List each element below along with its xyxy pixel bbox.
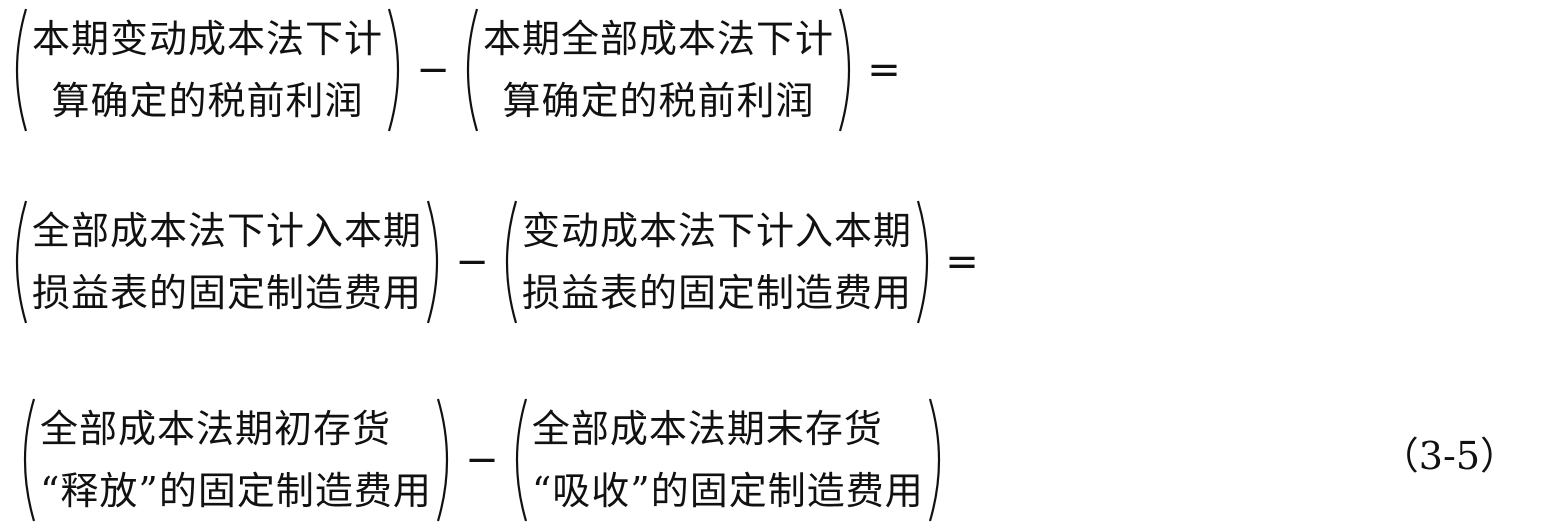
term-text: 全部成本法期末存货 “吸收”的固定制造费用	[532, 395, 924, 525]
term-line: 损益表的固定制造费用	[32, 271, 423, 315]
right-paren	[912, 197, 942, 327]
term-line: “吸收”的固定制造费用	[531, 469, 924, 513]
left-paren	[453, 5, 483, 135]
term-opening-inventory-release: 全部成本法期初存货 “释放”的固定制造费用	[10, 395, 462, 525]
term-line: 本期变动成本法下计	[32, 17, 384, 61]
term-text: 变动成本法下计入本期 损益表的固定制造费用	[522, 197, 912, 327]
term-variable-cost-profit: 本期变动成本法下计 算确定的税前利润	[2, 5, 413, 135]
term-text: 全部成本法下计入本期 损益表的固定制造费用	[32, 197, 422, 327]
term-line: 全部成本法期初存货	[40, 407, 392, 451]
term-closing-inventory-absorb: 全部成本法期末存货 “吸收”的固定制造费用	[502, 395, 954, 525]
term-line: 全部成本法期末存货	[531, 407, 883, 451]
right-paren	[422, 197, 452, 327]
right-paren	[924, 395, 954, 525]
equation-line-3: 全部成本法期初存货 “释放”的固定制造费用 − 全部成本法期末存货 “吸收”的固…	[0, 390, 954, 530]
left-paren	[2, 5, 32, 135]
term-text: 全部成本法期初存货 “释放”的固定制造费用	[40, 395, 432, 525]
term-line: “释放”的固定制造费用	[40, 469, 432, 513]
equation-line-2: 全部成本法下计入本期 损益表的固定制造费用 − 变动成本法下计入本期 损益表的固…	[0, 192, 982, 332]
term-text: 本期变动成本法下计 算确定的税前利润	[32, 5, 383, 135]
left-paren	[502, 395, 532, 525]
term-text: 本期全部成本法下计 算确定的税前利润	[483, 5, 834, 135]
right-paren	[432, 395, 462, 525]
term-line: 本期全部成本法下计	[483, 17, 835, 61]
equation-number: （3-5）	[1380, 434, 1518, 478]
term-line: 算确定的税前利润	[51, 79, 364, 123]
right-paren	[834, 5, 864, 135]
term-line: 损益表的固定制造费用	[522, 271, 913, 315]
equals-operator: =	[945, 239, 979, 285]
right-paren	[383, 5, 413, 135]
equals-operator: =	[867, 47, 901, 93]
term-line: 算确定的税前利润	[502, 79, 815, 123]
left-paren	[10, 395, 40, 525]
term-absorption-cost-profit: 本期全部成本法下计 算确定的税前利润	[453, 5, 864, 135]
minus-operator: −	[416, 47, 450, 93]
left-paren	[492, 197, 522, 327]
term-line: 变动成本法下计入本期	[522, 209, 913, 253]
minus-operator: −	[465, 437, 499, 483]
term-variable-fixed-overhead: 变动成本法下计入本期 损益表的固定制造费用	[492, 197, 942, 327]
equation-line-1: 本期变动成本法下计 算确定的税前利润 − 本期全部成本法下计 算确定的税前利润 …	[0, 0, 904, 140]
minus-operator: −	[455, 239, 489, 285]
term-line: 全部成本法下计入本期	[32, 209, 423, 253]
left-paren	[2, 197, 32, 327]
term-absorption-fixed-overhead: 全部成本法下计入本期 损益表的固定制造费用	[2, 197, 452, 327]
